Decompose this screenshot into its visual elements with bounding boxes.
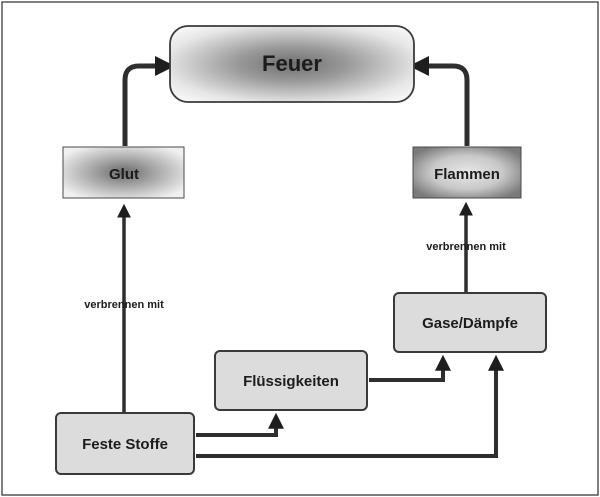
node-flammen: [412, 146, 522, 199]
node-fluessig-label: Flüssigkeiten: [243, 373, 339, 390]
node-feste-label: Feste Stoffe: [82, 436, 168, 453]
node-glut: [62, 146, 185, 199]
node-flammen-label: Flammen: [434, 166, 500, 183]
edge-label-left: verbrennen mit: [84, 299, 164, 311]
arrow-flammen-to-feuer: [409, 56, 470, 146]
node-feuer-label: Feuer: [262, 51, 322, 76]
edge-label-right: verbrennen mit: [426, 241, 506, 253]
node-feste: [55, 412, 195, 475]
arrow-feste-to-gase: [196, 354, 504, 458]
node-gase: [393, 292, 547, 353]
arrow-fluessig-to-gase: [369, 354, 451, 382]
node-glut-label: Glut: [109, 166, 139, 183]
arrow-feste-to-fluessig: [196, 412, 284, 437]
arrow-glut-to-feuer: [122, 56, 175, 146]
node-fluessig: [214, 350, 368, 411]
node-gase-label: Gase/Dämpfe: [422, 315, 518, 332]
node-feuer: [169, 25, 415, 103]
